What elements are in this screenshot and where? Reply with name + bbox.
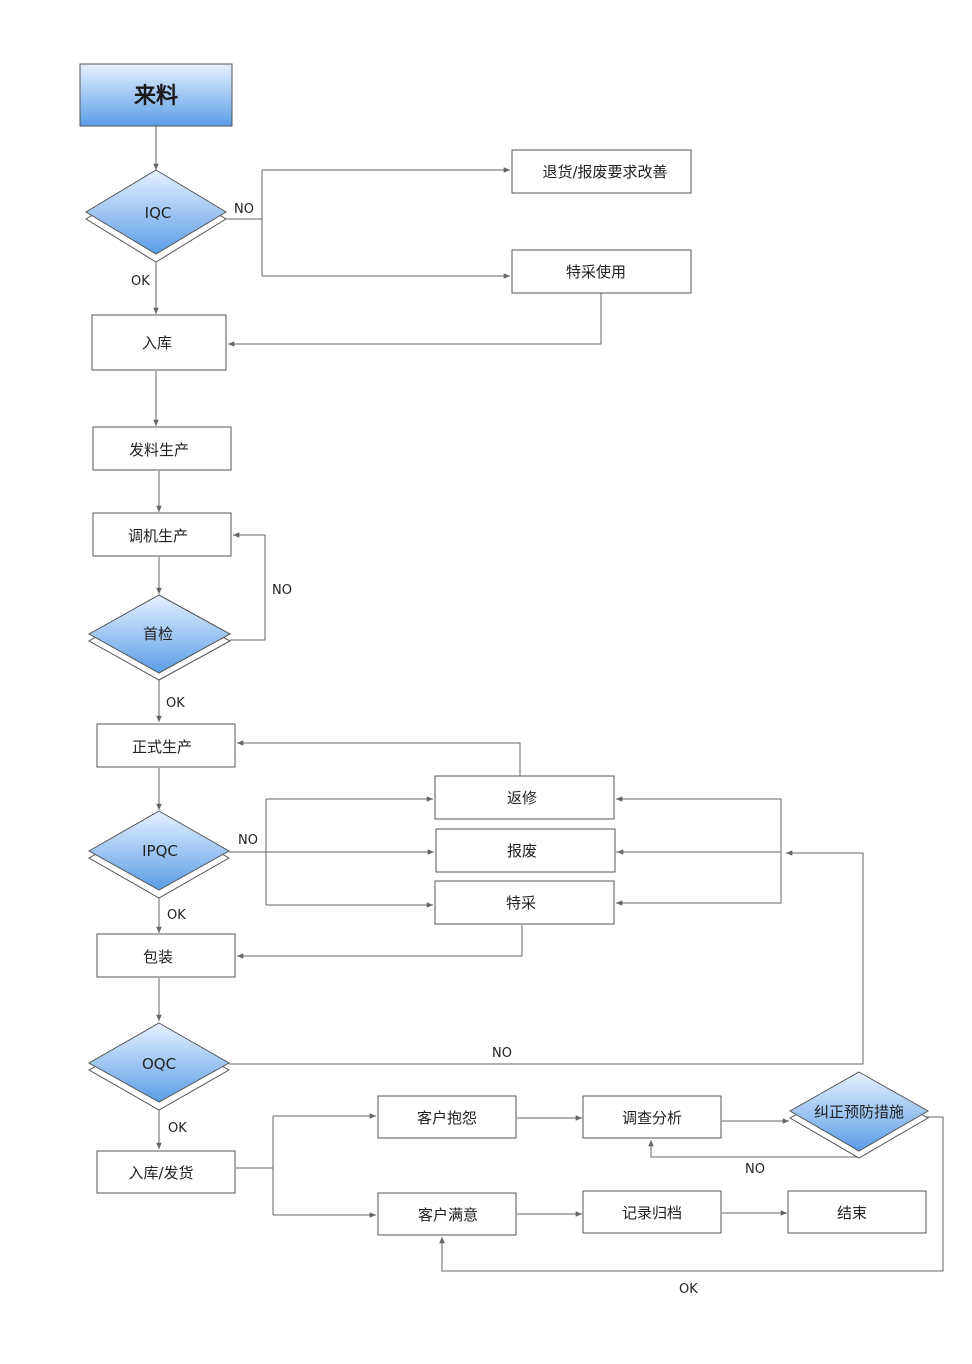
node-end[interactable]: 结束	[787, 1190, 927, 1234]
node-special-label: 特采	[506, 894, 536, 912]
node-iqc-label: IQC	[145, 204, 172, 222]
corrective-no-label: NO	[745, 1162, 765, 1177]
process-box	[96, 933, 236, 978]
process-box	[377, 1192, 517, 1236]
node-oqc-label: OQC	[142, 1055, 176, 1073]
process-box	[96, 723, 236, 768]
process-box	[582, 1095, 722, 1139]
node-end-label: 结束	[837, 1204, 867, 1222]
process-box	[435, 828, 616, 873]
process-box	[92, 512, 232, 557]
node-incoming-label: 来料	[133, 84, 178, 109]
edge-corrective-ok-to-satisfied	[439, 1116, 944, 1272]
iqc-ok-label: OK	[131, 274, 150, 289]
decision-shape	[87, 810, 231, 891]
edge-special-use-to-warehouse	[228, 293, 602, 347]
edge-labels: NO OK NO OK NO OK NO OK NO OK	[131, 202, 765, 1297]
node-rework[interactable]: 返修	[434, 775, 615, 820]
ipqc-no-label: NO	[238, 833, 258, 848]
edge-corrective-no-to-investigate	[648, 1140, 858, 1158]
start-shape	[79, 63, 233, 127]
node-scrap[interactable]: 报废	[435, 828, 616, 873]
edge-ship-branch	[236, 1116, 274, 1215]
node-setup-production[interactable]: 调机生产	[92, 512, 232, 557]
edge-iqc-no-trunk	[226, 170, 263, 276]
node-packaging-label: 包装	[143, 948, 173, 966]
edge-oqc-no-to-corrective	[229, 850, 864, 1065]
node-special-use-label: 特采使用	[566, 263, 626, 281]
node-ship[interactable]: 入库/发货	[96, 1150, 236, 1194]
process-box	[377, 1095, 517, 1139]
node-corrective-label: 纠正预防措施	[814, 1103, 904, 1121]
process-box	[434, 880, 615, 925]
node-issue-production-label: 发料生产	[129, 441, 189, 459]
edges	[153, 126, 944, 1272]
node-satisfied[interactable]: 客户满意	[377, 1192, 517, 1236]
ipqc-ok-label: OK	[167, 908, 186, 923]
process-box	[511, 249, 692, 294]
process-box	[92, 426, 232, 471]
node-setup-production-label: 调机生产	[128, 527, 188, 545]
node-formal-production[interactable]: 正式生产	[96, 723, 236, 768]
process-box	[96, 1150, 236, 1194]
node-investigate-label: 调查分析	[622, 1109, 682, 1127]
process-box	[787, 1190, 927, 1234]
node-packaging[interactable]: 包装	[96, 933, 236, 978]
node-special-use[interactable]: 特采使用	[511, 249, 692, 294]
node-warehouse-in[interactable]: 入库	[91, 314, 227, 371]
node-scrap-label: 报废	[507, 842, 537, 860]
node-corrective[interactable]: 纠正预防措施	[788, 1071, 930, 1159]
node-ipqc-label: IPQC	[142, 842, 178, 860]
node-complaint[interactable]: 客户抱怨	[377, 1095, 517, 1139]
decision-shape	[85, 169, 227, 255]
edge-first-no-to-setup	[230, 532, 266, 641]
node-archive-label: 记录归档	[622, 1204, 682, 1222]
node-oqc[interactable]: OQC	[87, 1022, 231, 1111]
node-ship-label: 入库/发货	[128, 1164, 193, 1182]
first-ok-label: OK	[166, 696, 185, 711]
decision-shape	[87, 594, 232, 674]
node-investigate[interactable]: 调查分析	[582, 1095, 722, 1139]
node-warehouse-in-label: 入库	[142, 334, 172, 352]
node-archive[interactable]: 记录归档	[582, 1190, 722, 1234]
oqc-no-label: NO	[492, 1046, 512, 1061]
iqc-no-label: NO	[234, 202, 254, 217]
oqc-ok-label: OK	[168, 1121, 187, 1136]
decision-shape	[788, 1071, 930, 1152]
edge-ipqc-no-trunk	[229, 799, 267, 905]
decision-shape	[87, 1022, 231, 1103]
edge-bus	[616, 799, 782, 903]
node-issue-production[interactable]: 发料生产	[92, 426, 232, 471]
process-box	[434, 775, 615, 820]
node-complaint-label: 客户抱怨	[417, 1109, 477, 1127]
node-return-improve[interactable]: 退货/报废要求改善	[511, 149, 692, 194]
node-return-improve-label: 退货/报废要求改善	[542, 163, 667, 181]
node-first-inspection[interactable]: 首检	[87, 594, 232, 681]
node-satisfied-label: 客户满意	[418, 1206, 478, 1224]
node-formal-production-label: 正式生产	[132, 738, 192, 756]
edge-special-to-packaging	[237, 925, 523, 959]
node-incoming[interactable]: 来料	[79, 63, 233, 127]
process-box	[582, 1190, 722, 1234]
node-ipqc[interactable]: IPQC	[87, 810, 231, 899]
node-first-inspection-label: 首检	[143, 625, 173, 643]
corrective-ok-label: OK	[679, 1282, 698, 1297]
edge-rework-to-formal	[237, 740, 521, 776]
first-no-label: NO	[272, 583, 292, 598]
node-rework-label: 返修	[507, 789, 537, 807]
process-box	[511, 149, 692, 194]
node-special[interactable]: 特采	[434, 880, 615, 925]
process-box	[91, 314, 227, 371]
node-iqc[interactable]: IQC	[85, 169, 227, 263]
